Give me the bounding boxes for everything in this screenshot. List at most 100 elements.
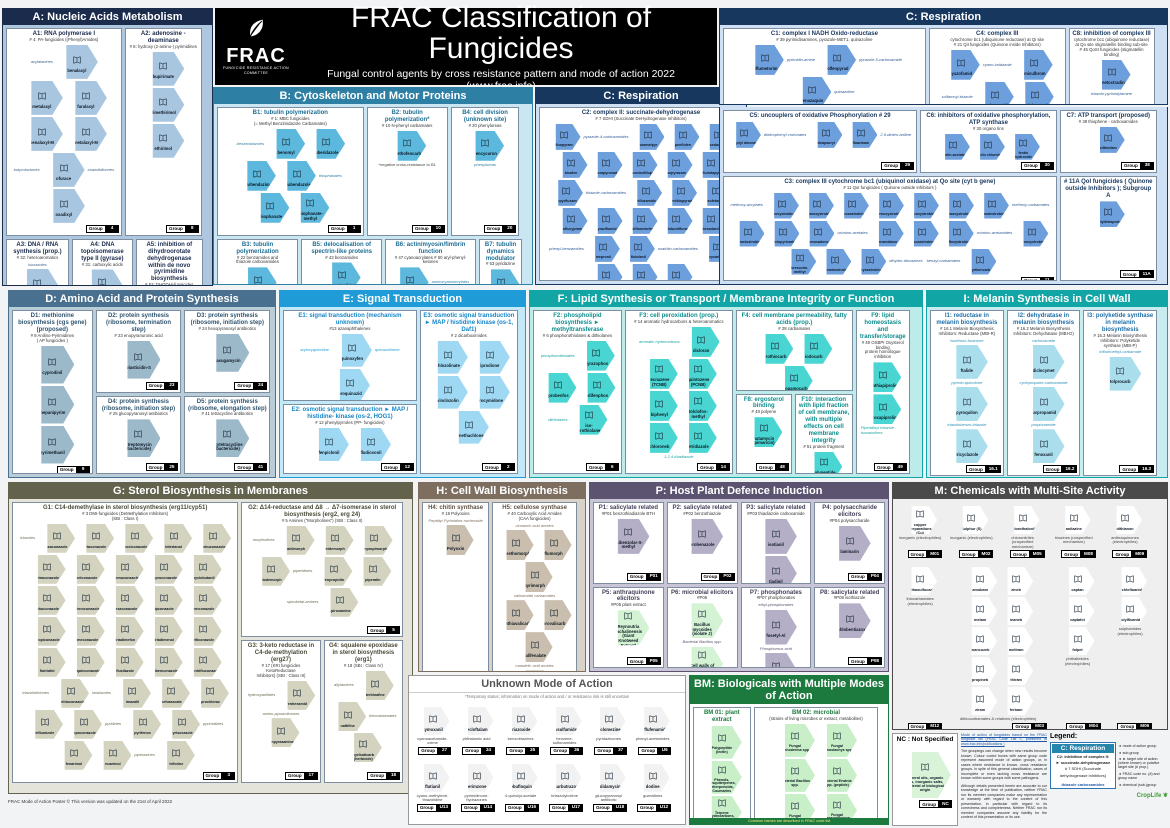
subsection-code: # 45 QoSI fungicides (stigmatellin bindi… (1079, 46, 1144, 57)
molecule-structure-icon (776, 223, 790, 241)
compound-hexagon: fluoxapiprolin (868, 394, 902, 425)
footer-note: FRAC Mode of Action Poster © This versio… (8, 799, 173, 804)
moa-subsection: BM 02: microbial(strains of living micro… (753, 707, 879, 818)
compound-hexagon: imibenconazole (154, 647, 183, 677)
subsection-code: cytochrome bc1 (ubiquinone reductase) (1073, 36, 1150, 42)
compound-hexagon: propiconazole (37, 616, 66, 646)
moa-subsection: Sulphur (S)inorganic (electrophiles)Grou… (947, 502, 995, 560)
compound-name: tolylfluanid (1119, 618, 1141, 623)
molecule-structure-icon (830, 727, 844, 745)
section-footnote: Common names are described in FRAC code … (690, 818, 888, 824)
compound-name: flufenoxystrobin (873, 211, 902, 216)
chemical-group-label: spiroketal-amines (286, 599, 319, 605)
subsection-code: # 24 hexopyranosyl antibiotics (198, 325, 257, 331)
subsection-code: # 20 phenylureas (468, 122, 502, 128)
compound-hexagon: thiophanate-methyl (300, 192, 330, 223)
compound-hexagon: diclomezine (600, 707, 626, 735)
molecule-structure-icon (981, 136, 995, 154)
compound-name: Phenols, Sesquiterpenes, Triterpenoids, … (707, 777, 736, 794)
molecule-structure-icon (913, 570, 927, 588)
moa-subsection: C7: ATP transport (proposed)# 38 thiophe… (1059, 110, 1157, 173)
molecule-structure-icon (704, 154, 718, 172)
compound-list: triazoxide (502, 706, 539, 736)
group-badge-value: P04 (867, 572, 882, 581)
molecule-structure-icon (1028, 86, 1042, 104)
compound-hexagon: carboxin (597, 263, 623, 280)
chemical-group-label: morpholines (252, 537, 275, 543)
subsection-code: #P04 polysaccharide (829, 517, 870, 523)
section-subtitle: *Temporary status; information on mode o… (464, 694, 630, 699)
group-badge-value: 16.2 (1062, 465, 1078, 474)
compound-hexagon: kresoxim-methyl (791, 248, 817, 275)
moa-subsection: B3: tubulin polymerization# 22 benzamide… (217, 238, 299, 284)
moa-subsection: C3: complex III cytochrome bc1 (ubiquino… (723, 175, 1057, 281)
compound-name: triclopyricarb (771, 239, 795, 244)
subsection-code: # 23 enopyranuronic acid (114, 332, 163, 338)
compound-name: fenpropimorph (360, 547, 388, 552)
compound-name: fluoxapiprolin (868, 415, 897, 421)
compound-name: triazoxide (510, 726, 531, 732)
section-body: C2: complex II: succinate-dehydrogenase#… (536, 104, 746, 284)
subsection-title: D4: protein synthesis (ribosome, initiat… (101, 398, 176, 412)
molecule-structure-icon (118, 589, 132, 607)
molecule-structure-icon (559, 182, 573, 200)
group-badge-label: Group (848, 572, 868, 581)
compound-name: proquinazid (338, 390, 362, 396)
chemical-group-label: 1,2,4-thiadiazole (664, 453, 694, 459)
molecule-structure-icon (830, 796, 844, 814)
compound-name: fenbuconazole (199, 545, 226, 550)
compound-hexagon: methasulfocarb (911, 567, 938, 596)
section-header: F: Lipid Synthesis or Transport / Membra… (530, 291, 922, 307)
compound-hexagon: dichlofluanid (1121, 567, 1148, 596)
group-badge-label: Group (636, 803, 657, 812)
compound-list: fluopicolidefluopimomidepyridinylmethyl … (304, 261, 379, 284)
molecule-structure-icon (843, 610, 857, 628)
section-body: A1: RNA polymerase I# 4: PA-fungicides (… (3, 25, 212, 285)
disclaimer-text: Mode of action of fungicides based on th… (961, 733, 1047, 826)
molecule-structure-icon (38, 713, 52, 731)
subsection-title: B1: tubulin polymerization (252, 110, 328, 116)
compound-name: pyrimorph (524, 582, 545, 588)
compound-name: diethofencarb (393, 151, 422, 157)
chemical-group-label: oximino-acetates (837, 230, 868, 236)
leaf-icon (249, 18, 264, 38)
compound-hexagon: cyazofamid (951, 49, 980, 80)
compound-name: dicloran (692, 347, 710, 353)
compound-list: dichlobentiazox (817, 602, 882, 639)
molecule-structure-icon (946, 136, 960, 154)
chemical-group-label: cyano-imidazole (982, 61, 1012, 67)
group-badge-value: M06 (1137, 722, 1153, 729)
compound-name: pencycuron (473, 151, 497, 157)
molecule-structure-icon (441, 346, 455, 364)
molecule-structure-icon (876, 366, 890, 384)
molecule-structure-icon (156, 129, 170, 147)
molecule-structure-icon (279, 133, 293, 151)
compound-name: nuarimol (105, 762, 121, 767)
molecule-structure-icon (602, 710, 616, 728)
subsection-code: #13 azanaphthalenes (329, 325, 371, 331)
subsection-code: # 31: carboxylic acids (81, 261, 123, 267)
compound-hexagon: orysastrobin (861, 248, 887, 275)
subsection-code: # 4: PA-fungicides ((Phenyl)Amides) (29, 36, 99, 42)
group-badge-value: M02 (978, 550, 994, 559)
subsection-code: Inhibitors) (SBI : Class III) (256, 672, 306, 678)
compound-hexagon: mandestrobin (984, 192, 1009, 219)
compound-hexagon: Fungal Hanseniaspora spp. (826, 793, 857, 818)
compound-name: triadimefon (115, 638, 136, 643)
moa-subsection: E1: signal transduction (mechanism unkno… (283, 310, 417, 402)
molecule-structure-icon (67, 744, 81, 762)
molecule-structure-icon (364, 433, 378, 451)
compound-hexagon: procymidone (479, 375, 510, 409)
compound-name: prochloraz (201, 700, 220, 705)
molecule-structure-icon (290, 165, 304, 183)
